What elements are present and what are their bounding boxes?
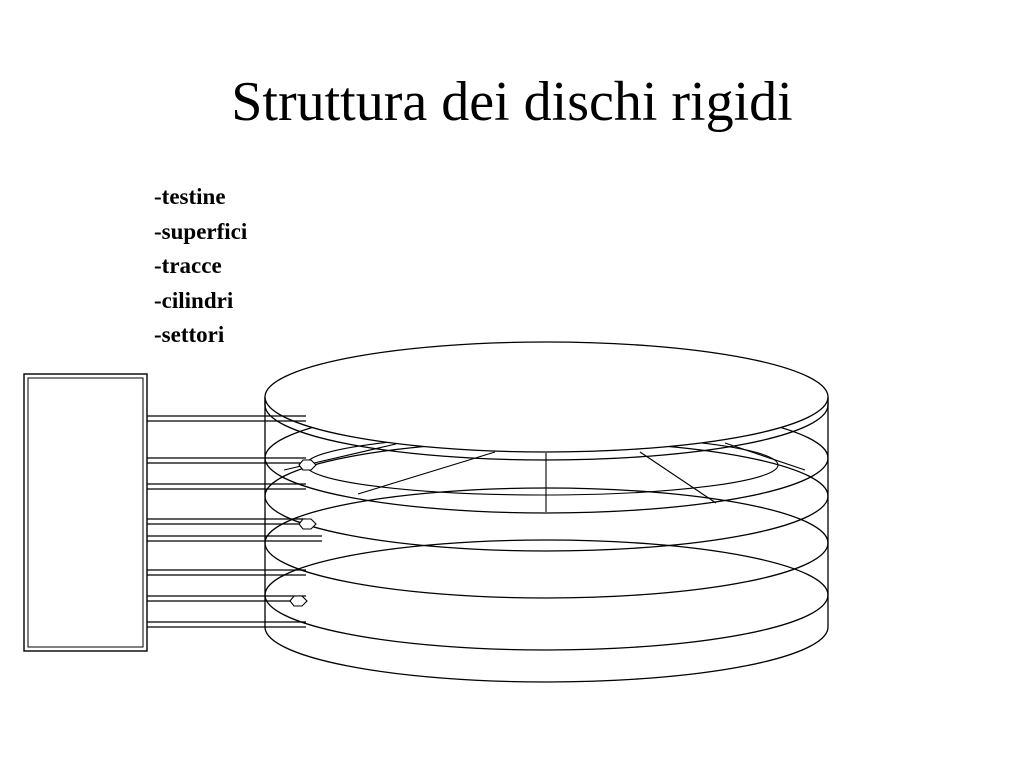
platter-5 xyxy=(264,539,829,683)
cylinder-sides xyxy=(264,397,829,627)
term-tracce: -tracce xyxy=(154,253,222,278)
term-cilindri: -cilindri xyxy=(154,287,234,313)
head-3 xyxy=(289,595,308,607)
read-write-heads xyxy=(289,459,317,607)
platter-1 xyxy=(264,341,829,461)
term-settori: -settori xyxy=(154,322,225,347)
term-testine: -testine xyxy=(154,184,226,209)
term-superfici: -superfici xyxy=(154,218,248,244)
head-1 xyxy=(298,459,317,471)
head-2 xyxy=(298,518,317,530)
term-list: -testine -superfici -tracce -cilindri -s… xyxy=(154,180,247,353)
head-arms xyxy=(147,415,322,628)
actuator-block xyxy=(23,373,148,652)
slide-title: Struttura dei dischi rigidi xyxy=(231,71,793,133)
platter-4 xyxy=(264,487,829,651)
